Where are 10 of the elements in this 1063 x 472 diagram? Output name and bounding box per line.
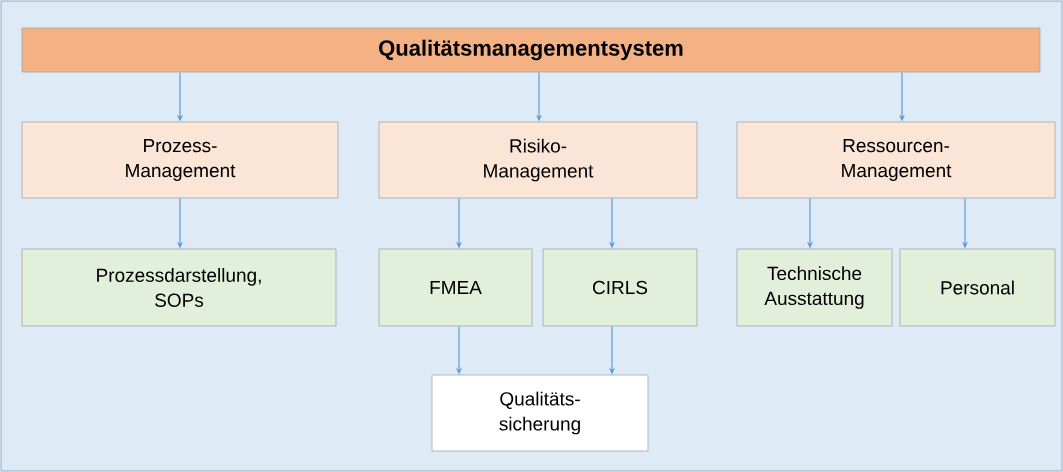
title-box: Qualitätsmanagementsystem [21,27,1041,73]
process-box: Ressourcen- Management [736,121,1056,199]
process-box: Qualitäts- sicherung [431,374,649,452]
process-box: Prozessdarstellung, SOPs [21,248,337,327]
process-box: CIRLS [542,248,698,327]
process-box: Prozess- Management [21,121,339,199]
process-box: Personal [899,248,1056,327]
process-box: Technische Ausstattung [736,248,893,327]
process-box: Risiko- Management [378,121,698,199]
process-box: FMEA [378,248,533,327]
